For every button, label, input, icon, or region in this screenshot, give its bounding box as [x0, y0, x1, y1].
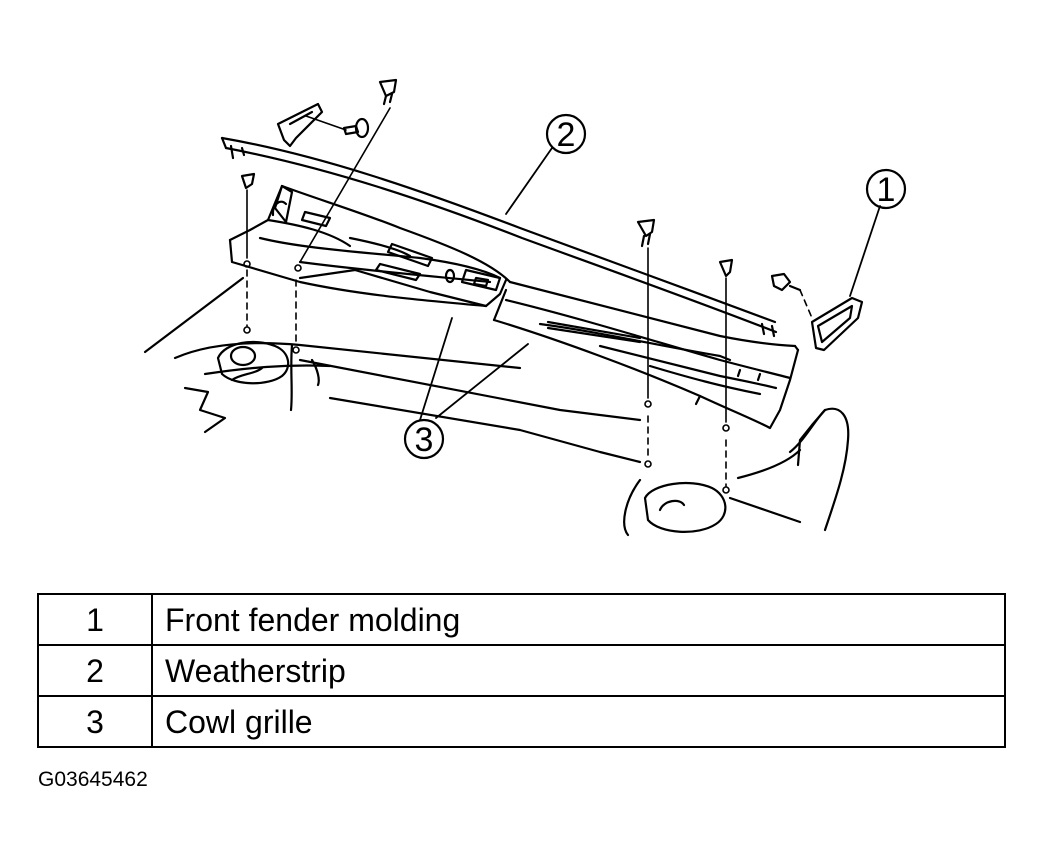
callout-3-number: 3 — [415, 421, 434, 459]
clip-right — [718, 258, 734, 278]
clip-left — [240, 172, 256, 190]
front-fender-molding-part — [810, 296, 864, 352]
weatherstrip-part — [220, 136, 778, 338]
cowl-grille-right-part — [492, 280, 800, 430]
callout-3: 3 — [403, 418, 445, 460]
cowl-grille-exploded-diagram: 1 2 3 — [143, 78, 907, 537]
callout-2-number: 2 — [557, 116, 576, 154]
table-row: 1 Front fender molding — [37, 593, 1006, 646]
trim-piece-upper-left — [276, 102, 324, 148]
callout-1-number: 1 — [877, 171, 896, 209]
left-mount-boss — [216, 340, 290, 385]
cowl-grille-left-part — [228, 184, 512, 308]
legend-description: Weatherstrip — [151, 644, 1006, 697]
parts-legend-table: 1 Front fender molding 2 Weatherstrip 3 … — [37, 593, 1006, 748]
fastener-lines — [243, 107, 813, 494]
legend-number: 3 — [37, 695, 153, 748]
clip-far-right — [770, 272, 802, 292]
callout-2: 2 — [545, 113, 587, 155]
table-row: 3 Cowl grille — [37, 695, 1006, 748]
legend-number: 1 — [37, 593, 153, 646]
clip-top-center — [378, 78, 398, 106]
legend-description: Front fender molding — [151, 593, 1006, 646]
clip-center-right — [636, 218, 656, 248]
clip-upper-left — [342, 117, 370, 139]
callout-1: 1 — [865, 168, 907, 210]
legend-description: Cowl grille — [151, 695, 1006, 748]
leader-lines — [419, 147, 881, 421]
table-row: 2 Weatherstrip — [37, 644, 1006, 697]
legend-number: 2 — [37, 644, 153, 697]
right-mount-boss — [643, 481, 727, 533]
figure-id: G03645462 — [38, 768, 148, 791]
vehicle-body-outline — [143, 276, 850, 537]
